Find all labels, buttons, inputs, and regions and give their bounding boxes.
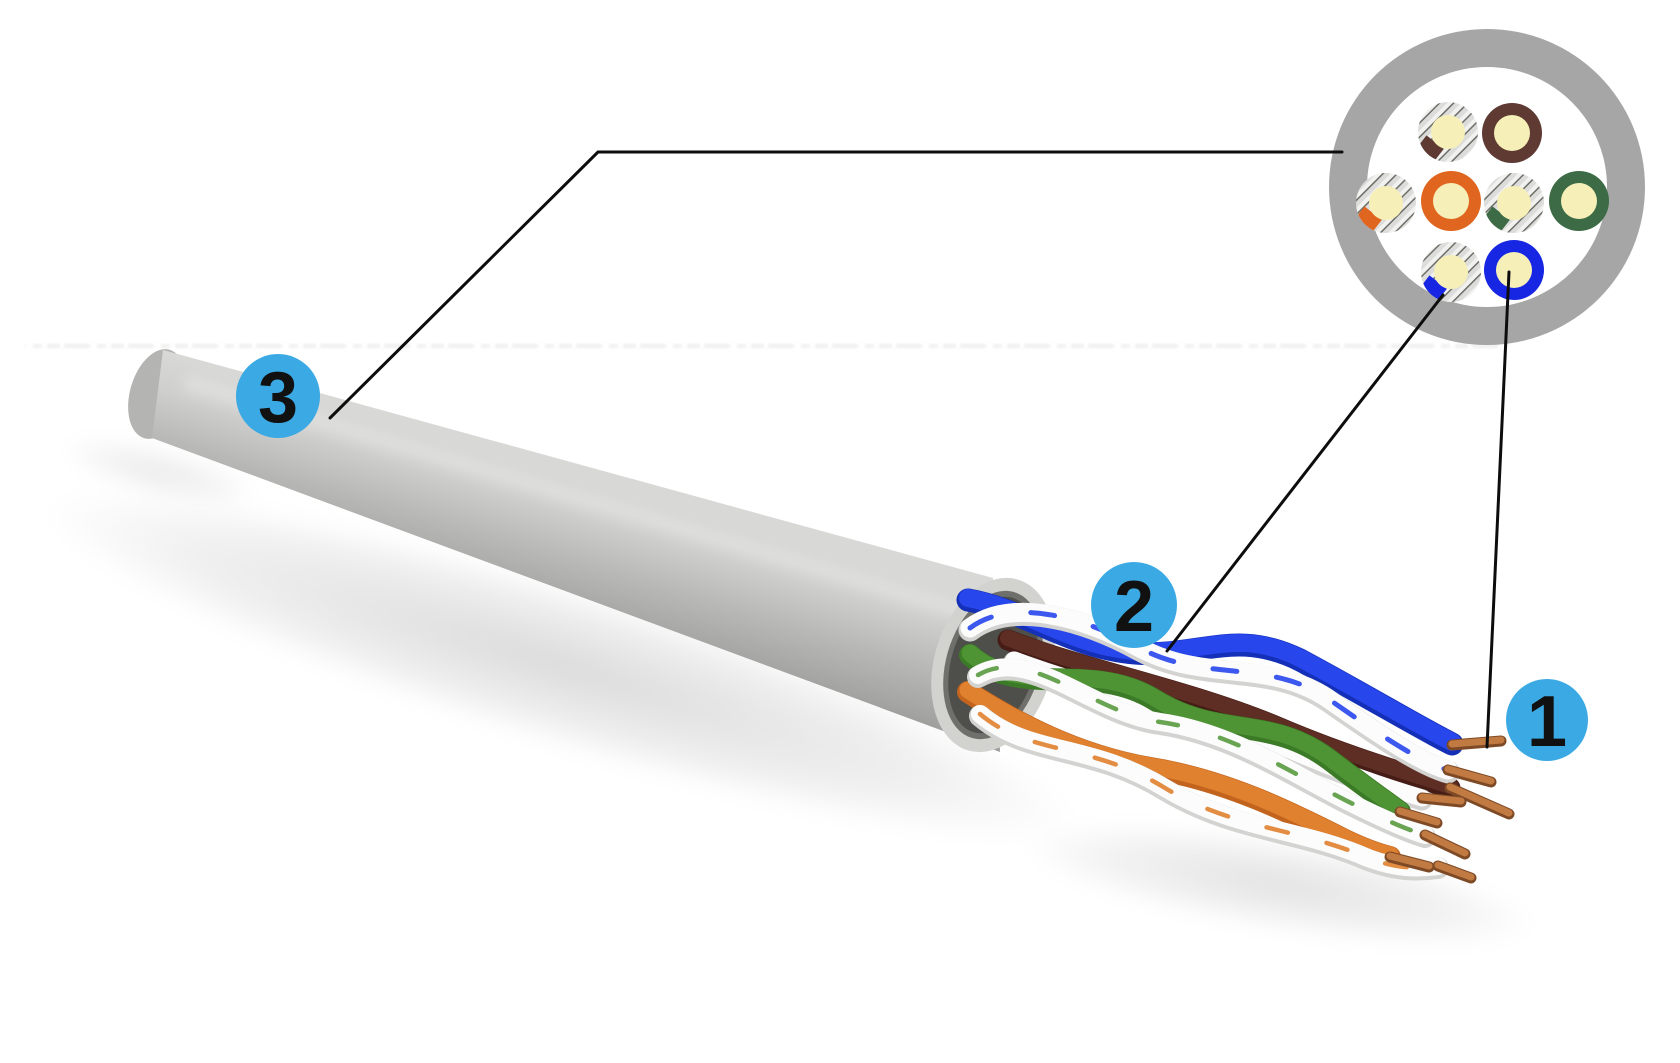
copper-tip xyxy=(1432,860,1477,884)
ghost-watermark-band xyxy=(25,344,1507,356)
copper-tip xyxy=(1384,851,1435,873)
callout-number: 3 xyxy=(258,358,298,438)
conductor-white-blue xyxy=(1421,242,1481,302)
copper-tip xyxy=(1394,806,1443,829)
callout-badge-3: 3 xyxy=(236,354,320,438)
callout-number: 1 xyxy=(1527,682,1567,762)
cable-floor-shadow xyxy=(43,489,1077,841)
callout-number: 2 xyxy=(1114,567,1154,647)
conductor-green xyxy=(1549,171,1609,231)
copper-tip xyxy=(1444,782,1515,820)
conductor-core xyxy=(1494,115,1530,151)
wire-tips-floor-shadow xyxy=(1023,824,1537,946)
callout-badges: 1 2 3 xyxy=(236,354,1588,762)
twisted-pair-green xyxy=(959,644,1436,848)
cable-body xyxy=(152,350,1000,752)
conductor-core xyxy=(1369,186,1403,220)
conductor-orange xyxy=(1421,171,1481,231)
conductor-white-orange xyxy=(1356,173,1416,233)
callout-circle xyxy=(1506,679,1588,761)
leader-line-3 xyxy=(328,150,1344,420)
conductor-core xyxy=(1561,183,1597,219)
cable-highlight xyxy=(182,374,968,620)
leader-line-1 xyxy=(1485,270,1511,749)
twisted-pair-orange xyxy=(957,681,1449,881)
callout-badge-2: 2 xyxy=(1091,562,1177,648)
leader-lines xyxy=(328,150,1511,749)
conductor-blue xyxy=(1484,240,1544,300)
conductor-core xyxy=(1433,183,1469,219)
conductor-white-brown xyxy=(1418,102,1478,162)
cross-section-conductors xyxy=(1356,102,1609,302)
conductor-core xyxy=(1431,115,1465,149)
conductor-core xyxy=(1497,186,1531,220)
stripe-color-mark xyxy=(1418,135,1444,162)
stripe-color-mark xyxy=(1356,206,1382,233)
conductor-core xyxy=(1434,255,1468,289)
callout-circle xyxy=(1091,562,1177,648)
cap-floor-shadow xyxy=(62,438,258,506)
conductor-white-green xyxy=(1484,173,1544,233)
wire-white-orange-stripe xyxy=(977,711,1441,870)
leader-line-2 xyxy=(1165,293,1445,653)
ghost-dashes xyxy=(25,344,1507,356)
copper-tip xyxy=(1416,792,1467,808)
copper-tip xyxy=(1419,829,1471,860)
wire-orange xyxy=(959,681,1399,864)
twisted-pair-blue xyxy=(956,588,1464,784)
wire-white-blue-stripe xyxy=(967,609,1451,773)
wire-white-green-stripe xyxy=(975,665,1428,838)
floor-shadows xyxy=(43,438,1537,946)
copper-tips xyxy=(1384,735,1515,884)
copper-tip xyxy=(1446,735,1507,751)
stripe-color-mark xyxy=(1484,206,1510,233)
callout-badge-1: 1 xyxy=(1506,679,1588,762)
conductor-brown xyxy=(1482,103,1542,163)
copper-tip xyxy=(1442,764,1497,788)
twisted-pairs xyxy=(956,588,1464,881)
cross-section-inset xyxy=(1329,29,1645,345)
conductor-core xyxy=(1496,252,1532,288)
callout-circle xyxy=(236,354,320,438)
